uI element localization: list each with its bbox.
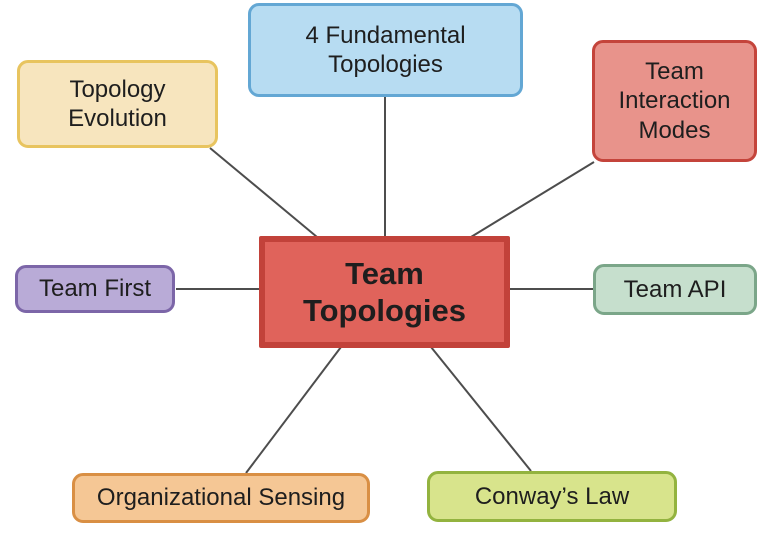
node-conways-law: Conway’s Law (427, 471, 677, 522)
node-topology-evolution: Topology Evolution (17, 60, 218, 148)
connector-center-evolution (209, 147, 318, 238)
connector-center-conwayslaw (430, 346, 532, 472)
node-team-api: Team API (593, 264, 757, 315)
node-team-interaction-modes: Team Interaction Modes (592, 40, 757, 162)
connector-center-interaction (470, 161, 595, 238)
node-organizational-sensing: Organizational Sensing (72, 473, 370, 523)
node-team-first: Team First (15, 265, 175, 313)
node-team-topologies-center: Team Topologies (259, 236, 510, 348)
connector-center-orgsensing (245, 346, 342, 474)
node-4-fundamental-topologies: 4 Fundamental Topologies (248, 3, 523, 97)
